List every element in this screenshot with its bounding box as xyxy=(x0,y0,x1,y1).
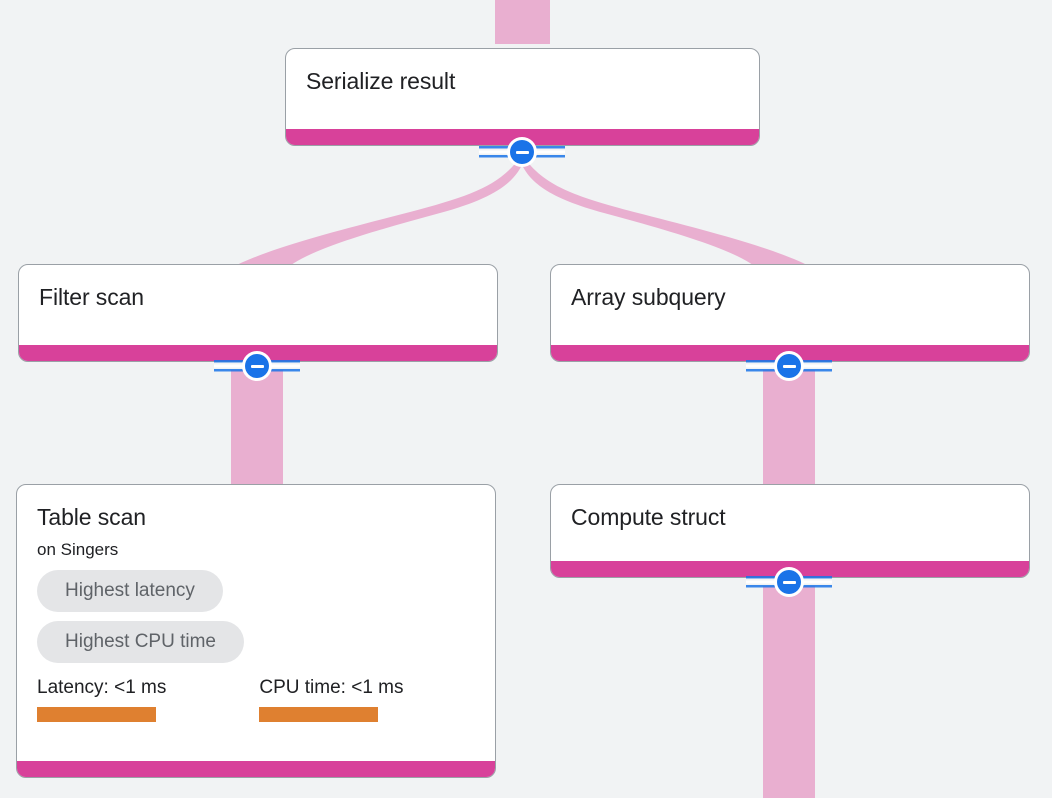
metric-latency-bar xyxy=(37,707,156,722)
collapse-toggle-serialize-result[interactable] xyxy=(479,137,565,167)
edge-outgoing-bottom xyxy=(763,586,815,798)
minus-glyph xyxy=(250,364,264,368)
collapse-toggle-filter-scan[interactable] xyxy=(214,351,300,381)
minus-glyph xyxy=(782,364,796,368)
node-body: Compute struct xyxy=(551,485,1029,561)
chip-row-highest-cpu-time: Highest CPU time xyxy=(37,621,244,663)
node-body: Array subquery xyxy=(551,265,1029,345)
node-title: Filter scan xyxy=(39,284,144,310)
node-filter-scan[interactable]: Filter scan xyxy=(18,264,498,362)
toggle-circle xyxy=(507,137,537,167)
metric-cpu-time-label: CPU time: <1 ms xyxy=(259,677,404,698)
edge-filter-to-table xyxy=(231,370,283,486)
node-body: Serialize result xyxy=(286,49,759,129)
minus-glyph xyxy=(515,150,529,154)
metrics-row: Latency: <1 ms CPU time: <1 ms xyxy=(37,677,404,722)
minus-circle-icon xyxy=(510,140,534,164)
node-array-subquery[interactable]: Array subquery xyxy=(550,264,1030,362)
metric-latency-label: Latency: <1 ms xyxy=(37,677,167,698)
node-title: Compute struct xyxy=(571,504,726,530)
node-title: Array subquery xyxy=(571,284,726,310)
node-title: Serialize result xyxy=(306,68,456,94)
toggle-circle xyxy=(774,567,804,597)
collapse-toggle-compute-struct[interactable] xyxy=(746,567,832,597)
node-body: Filter scan xyxy=(19,265,497,345)
node-subtitle: on Singers xyxy=(37,540,119,559)
node-title: Table scan xyxy=(37,504,146,530)
chip-row-highest-latency: Highest latency xyxy=(37,570,223,612)
edge-array-to-compute xyxy=(763,370,815,486)
node-table-scan[interactable]: Table scan on Singers Highest latency Hi… xyxy=(16,484,496,778)
collapse-toggle-array-subquery[interactable] xyxy=(746,351,832,381)
edge-serialize-to-filter xyxy=(231,156,524,272)
chip-highest-latency[interactable]: Highest latency xyxy=(37,570,223,612)
toggle-circle xyxy=(774,351,804,381)
node-serialize-result[interactable]: Serialize result xyxy=(285,48,760,146)
minus-glyph xyxy=(782,580,796,584)
edge-incoming-top xyxy=(495,0,550,44)
metric-cpu-time: CPU time: <1 ms xyxy=(259,677,404,722)
node-compute-struct[interactable]: Compute struct xyxy=(550,484,1030,578)
edge-serialize-to-array xyxy=(520,156,813,272)
toggle-circle xyxy=(242,351,272,381)
chip-highest-cpu-time[interactable]: Highest CPU time xyxy=(37,621,244,663)
minus-circle-icon xyxy=(245,354,269,378)
node-body: Table scan on Singers Highest latency Hi… xyxy=(17,485,495,761)
metric-latency: Latency: <1 ms xyxy=(37,677,166,722)
metric-cpu-time-bar xyxy=(259,707,379,722)
node-accent-bar xyxy=(17,761,495,777)
minus-circle-icon xyxy=(777,570,801,594)
minus-circle-icon xyxy=(777,354,801,378)
